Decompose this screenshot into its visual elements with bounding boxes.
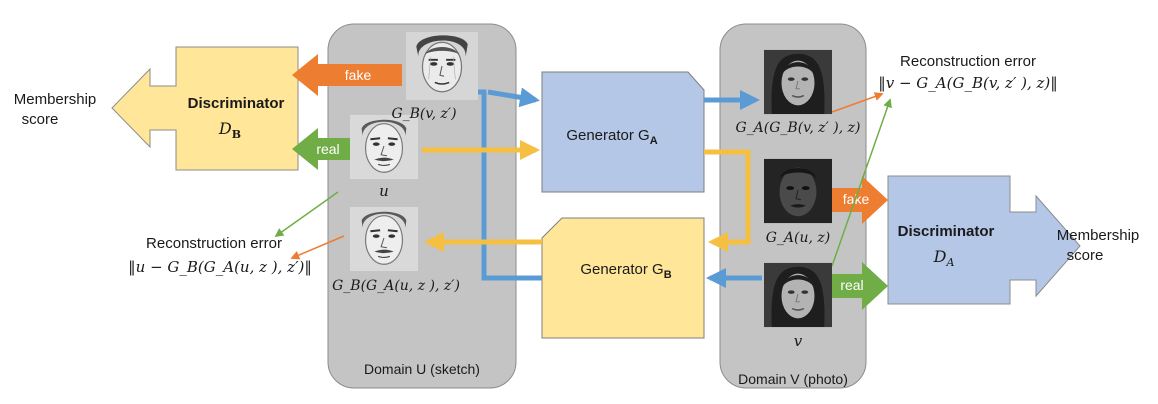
fake-arrow-left	[292, 54, 402, 96]
fake-arrow-right	[832, 176, 888, 224]
photo-face-icon	[764, 49, 832, 115]
green-line-recon-left	[274, 191, 339, 238]
face-ga-u	[764, 158, 832, 224]
discriminator-a-symbol: DA	[933, 247, 955, 269]
face-u	[350, 113, 418, 181]
label-ga-gb-v: G_A(G_B(v, z′ ), z)	[735, 120, 860, 136]
blue-arrow-to-ga	[487, 87, 540, 108]
generator-a-label: Generator GA	[566, 127, 657, 147]
green-line-recon-right	[831, 98, 892, 267]
sketch-face-icon	[406, 32, 478, 100]
recon-right-formula: ‖v − G_A(G_B(v, z′ ), z)‖	[878, 74, 1058, 92]
real-arrow-left	[292, 128, 350, 170]
face-gb-ga-u	[350, 205, 418, 273]
real-label-right: real	[840, 277, 863, 293]
membership-score-right-line2: score	[1067, 247, 1104, 264]
real-label-left: real	[316, 141, 339, 157]
sketch-face-icon	[350, 113, 418, 181]
generator-a-shape	[541, 71, 705, 193]
label-gb-v: G_B(v, z′)	[391, 106, 456, 122]
recon-left-title: Reconstruction error	[146, 235, 282, 252]
membership-score-right-line1: Membership	[1057, 227, 1140, 244]
label-ga-u: G_A(u, z)	[766, 230, 831, 246]
face-v	[764, 262, 832, 328]
generator-b-shape	[541, 217, 705, 339]
membership-score-left-line1: Membership	[14, 91, 97, 108]
recon-right-title: Reconstruction error	[900, 53, 1036, 70]
domain-v-label: Domain V (photo)	[738, 371, 848, 387]
discriminator-b-label: Discriminator	[188, 95, 285, 112]
label-gb-ga-u: G_B(G_A(u, z ), z′)	[332, 278, 460, 294]
generator-b-label: Generator GB	[580, 261, 671, 281]
discriminator-a-label: Discriminator	[898, 223, 995, 240]
orange-line-recon-left	[290, 235, 345, 260]
discriminator-a-shape	[887, 175, 1081, 305]
recon-left-formula: ‖u − G_B(G_A(u, z ), z′)‖	[128, 258, 312, 276]
label-u: u	[379, 182, 389, 200]
real-arrow-right	[832, 262, 888, 310]
fake-label-left: fake	[345, 67, 372, 83]
domain-u-label: Domain U (sketch)	[364, 361, 480, 377]
face-gb-v	[406, 32, 478, 100]
face-ga-gb-v	[764, 49, 832, 115]
label-v: v	[794, 332, 803, 350]
discriminator-b-symbol: DB	[218, 119, 241, 141]
sketch-face-icon	[350, 205, 418, 273]
yellow-arrow-ga-to-gb	[704, 149, 751, 252]
photo-face-icon	[764, 158, 832, 224]
membership-score-left-line2: score	[22, 111, 59, 128]
orange-line-recon-right	[831, 92, 884, 113]
photo-face-icon	[764, 262, 832, 328]
